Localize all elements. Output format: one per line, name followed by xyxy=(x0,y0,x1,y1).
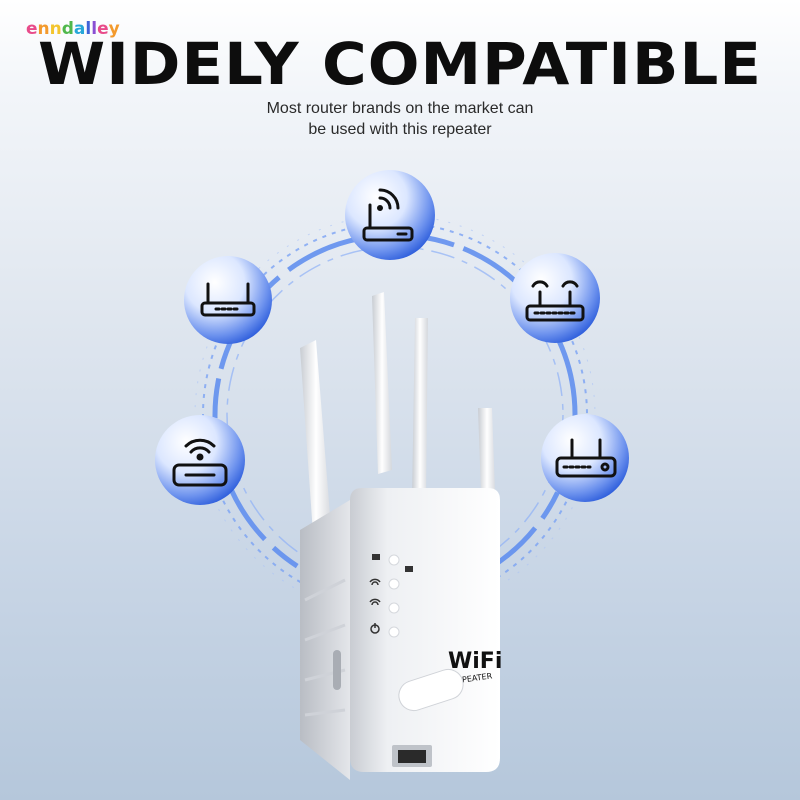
brand-letter: e xyxy=(97,19,109,39)
router-antenna-icon xyxy=(525,280,585,322)
subtitle: Most router brands on the market can be … xyxy=(0,98,800,140)
router-bubble-upper-left xyxy=(184,256,272,344)
network-icon xyxy=(405,566,413,572)
brand-letter: n xyxy=(37,19,50,39)
indicator-panel xyxy=(369,554,413,638)
router-bubble-upper-right xyxy=(510,253,600,343)
wifi-icon xyxy=(369,578,381,586)
brand-letter: l xyxy=(85,19,92,39)
router-bubble-lower-right xyxy=(541,414,629,502)
brand-logo: enndalley xyxy=(26,19,120,39)
router-ports-icon xyxy=(555,438,617,478)
subtitle-line-1: Most router brands on the market can xyxy=(266,100,534,117)
page-title: WIDELY COMPATIBLE xyxy=(37,30,763,98)
brand-letter: y xyxy=(108,19,120,39)
router-bubble-top xyxy=(345,170,435,260)
wifi-icon xyxy=(369,598,381,606)
ethernet-port xyxy=(392,745,432,767)
network-icon xyxy=(372,554,380,560)
router-dome-wifi-icon xyxy=(172,438,228,487)
brand-letter: n xyxy=(49,19,62,39)
brand-letter: e xyxy=(26,19,38,39)
router-bubble-lower-left xyxy=(155,415,245,505)
brand-letter: d xyxy=(61,19,74,39)
wps-button xyxy=(398,668,464,712)
wifi-logo: WiFi xyxy=(448,649,502,674)
brand-letter: l xyxy=(91,19,98,39)
power-icon xyxy=(370,623,380,634)
router-wifi-antenna-icon xyxy=(362,188,414,242)
router-dual-antenna-icon xyxy=(200,282,256,317)
subtitle-line-2: be used with this repeater xyxy=(308,121,492,138)
brand-letter: a xyxy=(73,19,86,39)
repeater-device: WiFi REPEATER xyxy=(300,488,502,780)
